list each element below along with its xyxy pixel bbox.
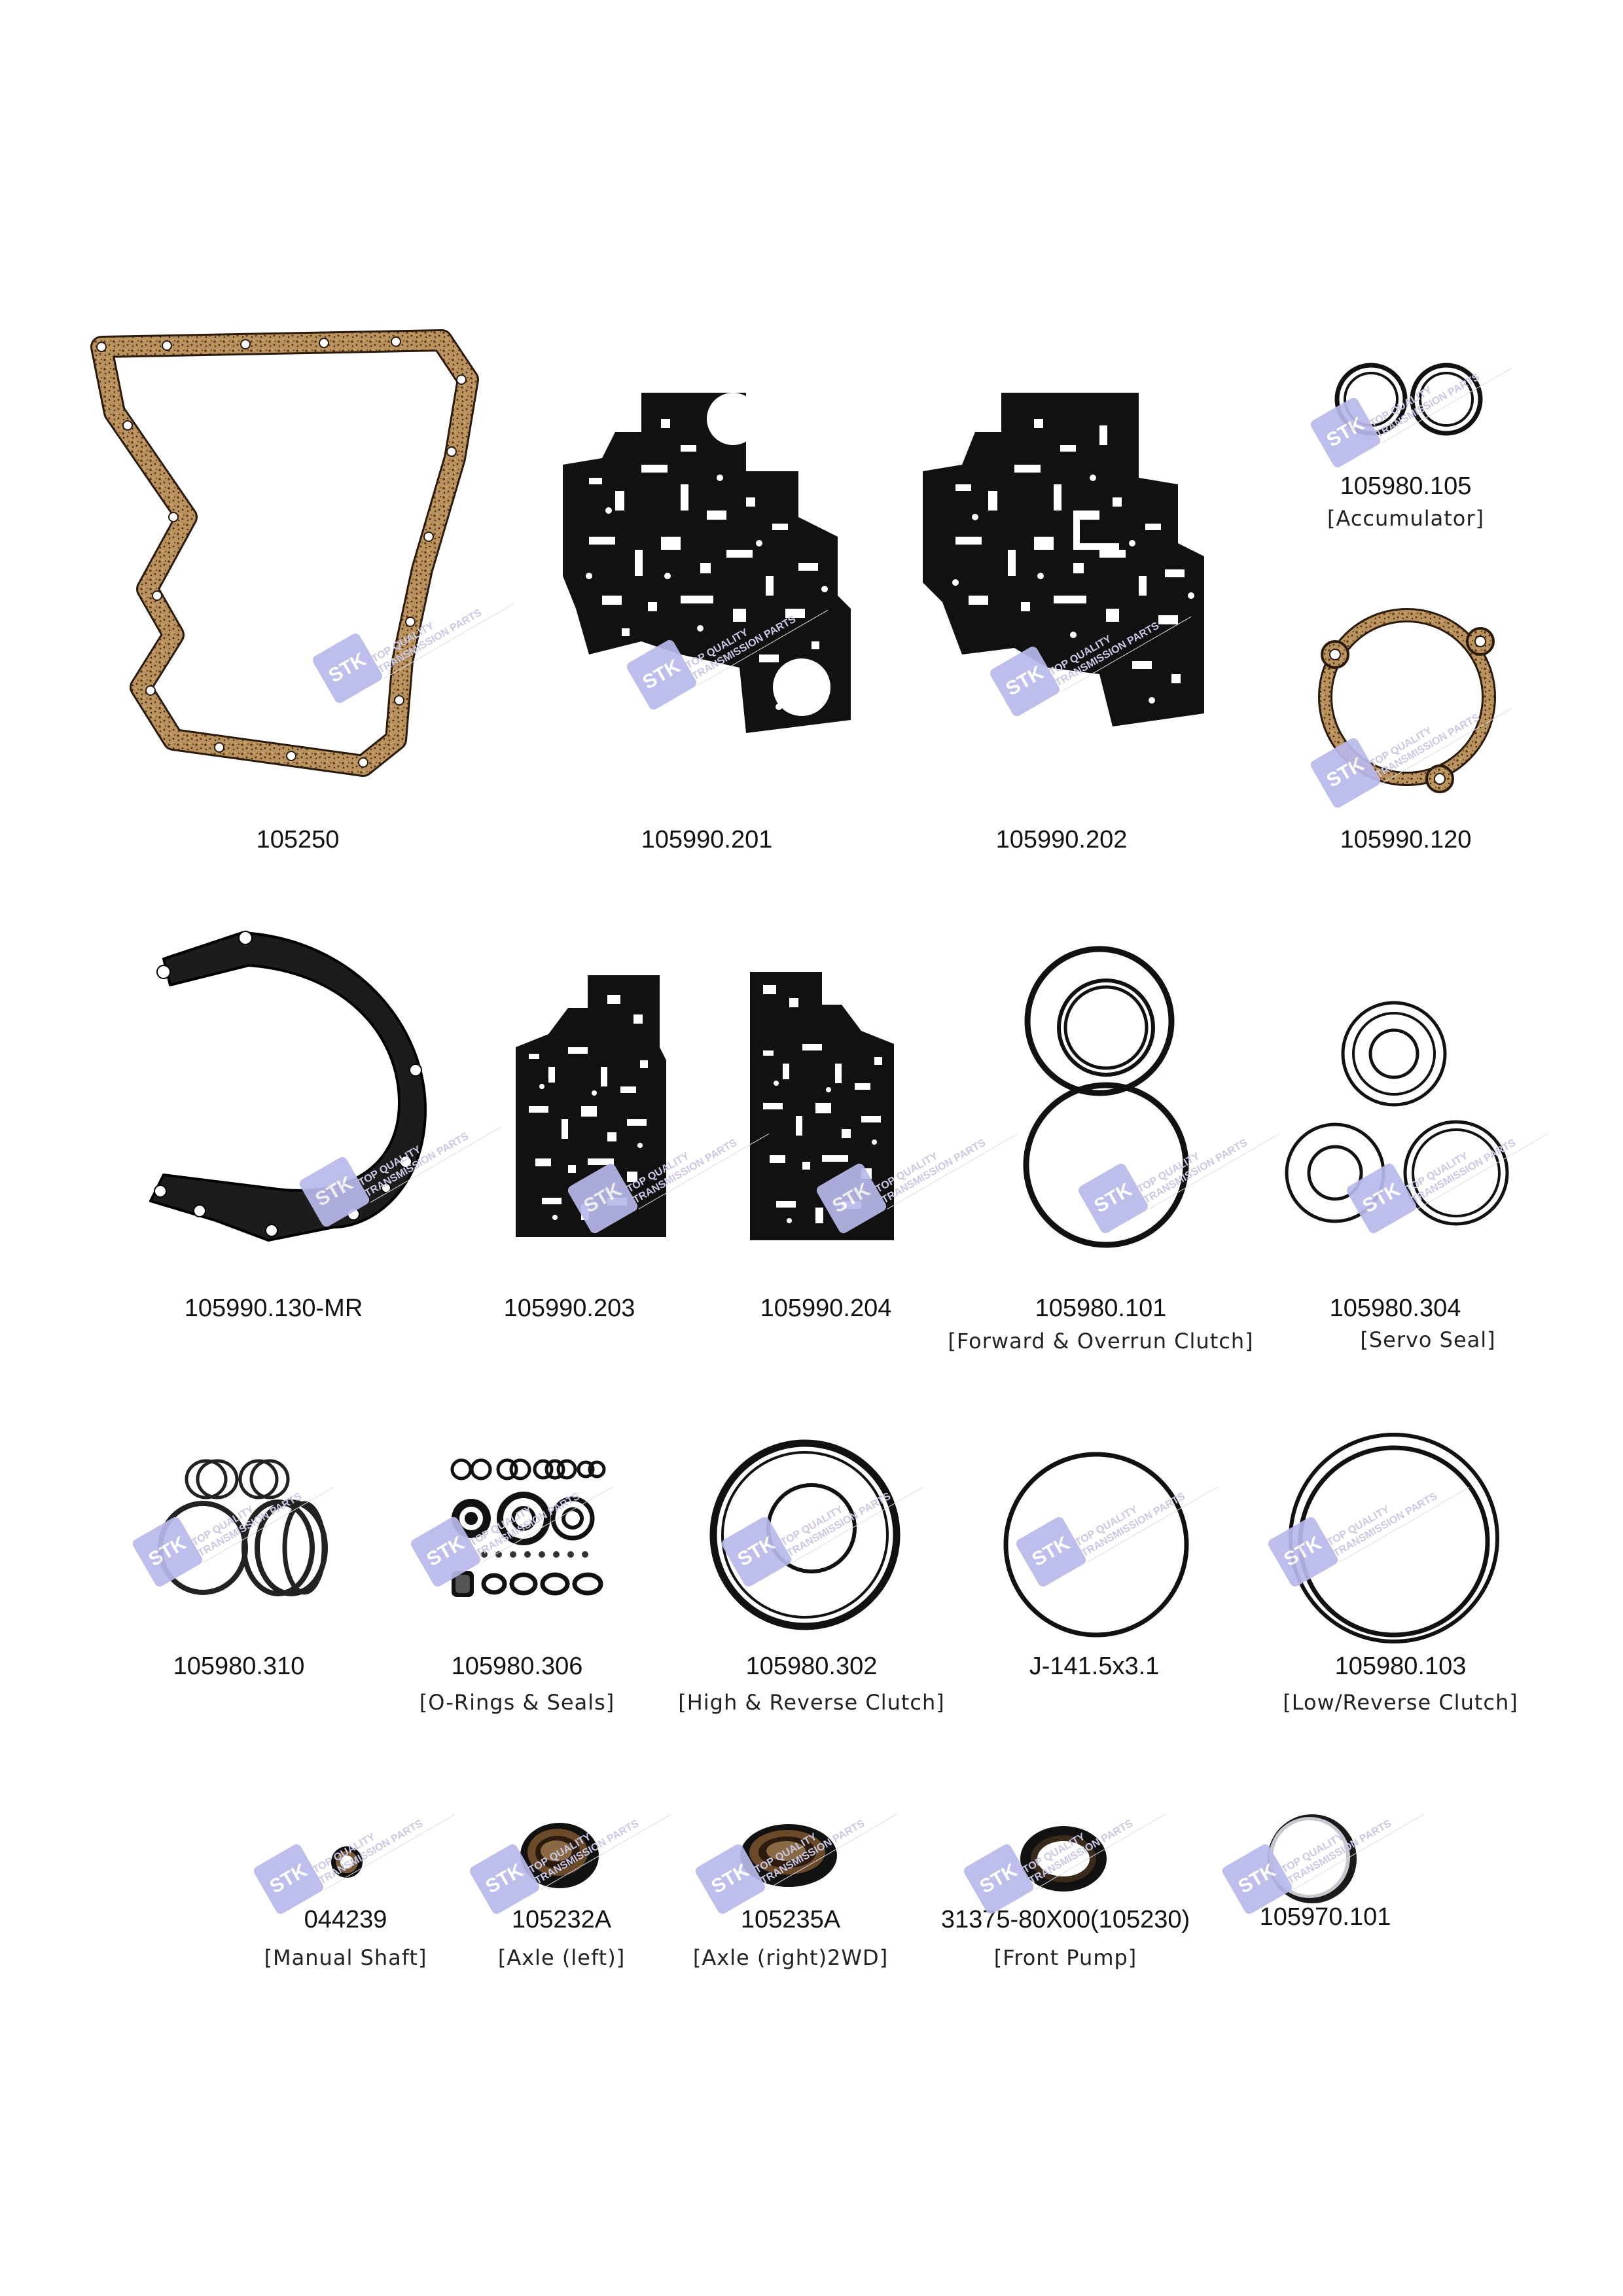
part-code: 105990.202: [995, 826, 1128, 853]
clutch-seal-rings-image: [1023, 946, 1189, 1248]
sealing-rings-image: [158, 1459, 328, 1596]
part-code: 105990.120: [1340, 826, 1472, 853]
part-description: [Forward & Overrun Clutch]: [948, 1329, 1254, 1354]
part-description: [Servo Seal]: [1360, 1327, 1496, 1352]
axle-oil-seal-image: [520, 1823, 599, 1888]
o-rings-seals-image: [450, 1458, 606, 1597]
part-description: [Manual Shaft]: [264, 1945, 427, 1970]
valve-body-gasket-image: [516, 975, 666, 1237]
valve-body-gasket-image: [563, 393, 851, 733]
part-code: 105990.203: [503, 1295, 635, 1322]
valve-body-gasket-image: [750, 972, 894, 1240]
case-gasket-image: [149, 931, 427, 1242]
part-description: [Axle (left)]: [497, 1945, 626, 1970]
stk-logo-icon: STK: [251, 1842, 326, 1916]
front-pump-seal-image: [1020, 1826, 1107, 1892]
valve-body-gasket-image: [923, 393, 1204, 726]
part-code: J-141.5x3.1: [1029, 1653, 1160, 1680]
clutch-seal-rings-image: [709, 1439, 901, 1630]
cork-pan-gasket-image: [90, 329, 479, 777]
part-description: [O-Rings & Seals]: [419, 1690, 615, 1715]
cork-cover-gasket-image: [1318, 608, 1496, 793]
part-code: 105990.204: [760, 1295, 892, 1322]
part-description: [Front Pump]: [993, 1945, 1137, 1970]
part-code: 105990.130-MR: [184, 1295, 363, 1322]
axle-oil-seal-image: [740, 1824, 837, 1887]
clutch-seal-rings-image: [1289, 1433, 1499, 1643]
part-code: 105232A: [511, 1906, 612, 1933]
part-code: 105980.306: [451, 1653, 583, 1680]
part-code: 105235A: [740, 1906, 841, 1933]
thrust-washer-image: [1268, 1814, 1357, 1903]
part-code: 105980.103: [1334, 1653, 1467, 1680]
part-code: 105980.302: [745, 1653, 878, 1680]
part-description: [Accumulator]: [1327, 506, 1484, 531]
part-code: 105250: [256, 826, 340, 853]
part-code: 105980.101: [1035, 1295, 1167, 1322]
oil-seal-image: [331, 1846, 363, 1878]
part-code: 105990.201: [641, 826, 773, 853]
o-ring-image: [1003, 1452, 1189, 1638]
part-description: [Low/Reverse Clutch]: [1283, 1690, 1518, 1715]
part-description: [Axle (right)2WD]: [692, 1945, 889, 1970]
part-code: 105980.304: [1329, 1295, 1461, 1322]
part-code: 31375-80X00(105230): [940, 1906, 1190, 1933]
part-code: 044239: [304, 1906, 387, 1933]
accumulator-seal-rings-image: [1334, 363, 1483, 436]
part-code: 105980.310: [173, 1653, 305, 1680]
part-description: [High & Reverse Clutch]: [678, 1690, 945, 1715]
part-code: 105970.101: [1259, 1903, 1391, 1931]
servo-seal-rings-image: [1285, 1001, 1509, 1226]
part-code: 105980.105: [1340, 473, 1472, 500]
